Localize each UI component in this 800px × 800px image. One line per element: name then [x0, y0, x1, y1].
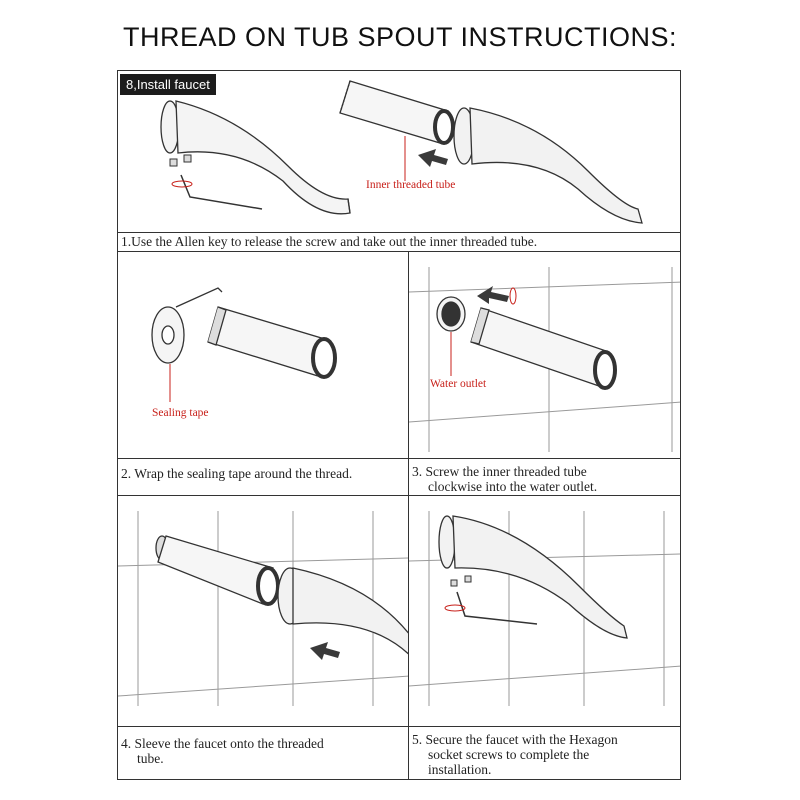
step-5-illustration: [409, 511, 680, 706]
step-1-panel: Inner threaded tube 1.Use the Allen key …: [117, 70, 681, 252]
water-outlet-label: Water outlet: [430, 378, 487, 390]
spout-illustration: [453, 107, 643, 224]
step-4-panel: 4. Sleeve the faucet onto the threaded t…: [117, 495, 409, 780]
page-title: THREAD ON TUB SPOUT INSTRUCTIONS:: [122, 22, 678, 52]
inner-tube-label: Inner threaded tube: [366, 179, 456, 191]
step-4-illustration: [118, 511, 408, 706]
step-4-caption-line2: tube.: [137, 751, 164, 766]
step-5-caption-line1: 5. Secure the faucet with the Hexagon: [412, 732, 618, 747]
spout-illustration: [277, 567, 408, 655]
step-4-caption-line1: 4. Sleeve the faucet onto the threaded: [121, 736, 324, 751]
step-2-caption: 2. Wrap the sealing tape around the thre…: [121, 466, 353, 481]
step-1-illustration: [160, 80, 643, 224]
step-1-caption: 1.Use the Allen key to release the screw…: [121, 234, 538, 249]
inner-threaded-tube: [339, 80, 455, 145]
spout-illustration: [160, 100, 351, 215]
threaded-tube: [470, 307, 617, 390]
allen-key-icon: [444, 591, 538, 625]
step-3-caption-line1: 3. Screw the inner threaded tube: [412, 464, 587, 479]
screw-icon: [450, 575, 472, 587]
step-3-illustration: [409, 267, 680, 452]
step-5-panel: 5. Secure the faucet with the Hexagon so…: [408, 495, 681, 780]
arrow-icon: [310, 642, 340, 660]
sealing-tape-roll: [151, 287, 223, 364]
arrow-icon: [477, 286, 517, 305]
step-2-illustration: [151, 287, 337, 402]
step-2-panel: Sealing tape 2. Wrap the sealing tape ar…: [117, 251, 409, 496]
threaded-tube: [155, 535, 280, 606]
screw-icon: [169, 154, 192, 167]
sealing-tape-label: Sealing tape: [152, 407, 209, 419]
step-5-caption-line3: installation.: [428, 762, 492, 777]
step-5-caption-line2: socket screws to complete the: [428, 747, 590, 762]
allen-key-icon: [171, 174, 263, 210]
water-outlet: [436, 296, 466, 332]
step-3-panel: Water outlet 3. Screw the inner threaded…: [408, 251, 681, 496]
step-tag: 8,Install faucet: [120, 74, 216, 95]
spout-illustration: [438, 515, 628, 639]
arrow-icon: [418, 149, 448, 167]
threaded-tube: [207, 306, 337, 379]
step-3-caption-line2: clockwise into the water outlet.: [428, 479, 598, 494]
